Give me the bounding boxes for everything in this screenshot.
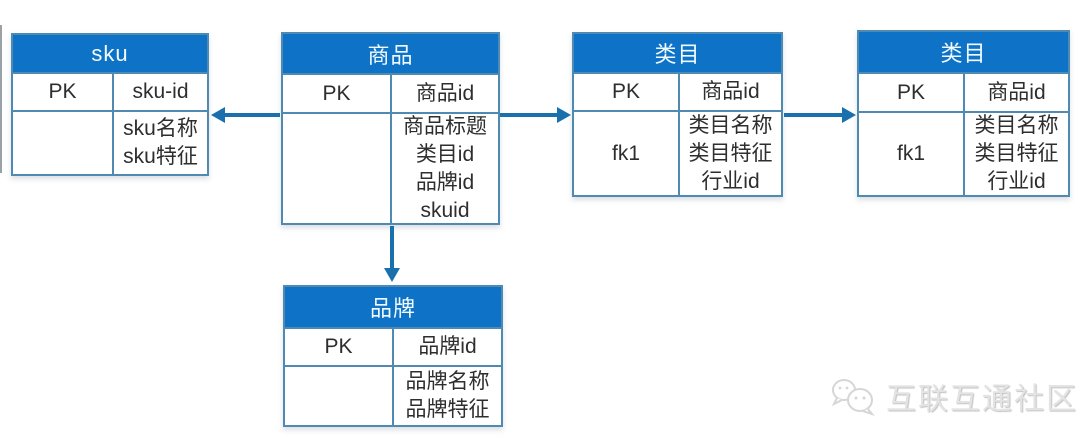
table-brand-pk-key: PK [285, 329, 394, 365]
table-row: PK 商品id [859, 74, 1068, 113]
table-sku-fk-key [13, 112, 114, 174]
table-product-attrs: 商品标题 类目id 品牌id skuid [392, 114, 498, 223]
table-category-2-title: 类目 [859, 32, 1068, 74]
table-category-1-pk-value: 商品id [701, 80, 760, 103]
attr-line: 商品标题 [403, 114, 487, 138]
arrow-line [222, 113, 280, 117]
attr-line: 类目名称 [688, 113, 773, 137]
attr-line: skuid [420, 198, 470, 222]
table-row: 商品标题 类目id 品牌id skuid [283, 114, 498, 223]
cropped-table-edge [0, 25, 2, 173]
table-category-1-pk-key: PK [574, 74, 680, 110]
table-category-1-title: 类目 [574, 34, 781, 74]
table-row: sku名称 sku特征 [13, 112, 207, 174]
attr-line: 品牌特征 [405, 398, 490, 421]
wechat-icon [830, 376, 878, 416]
table-product-fk-key [283, 114, 392, 223]
table-row: PK sku-id [13, 74, 207, 112]
table-product-pk-key: PK [283, 75, 392, 112]
table-category-1-attrs: 类目名称 类目特征 行业id [680, 112, 781, 195]
table-brand-fk-key [285, 367, 394, 425]
table-row: fk1 类目名称 类目特征 行业id [574, 112, 781, 195]
watermark: 互联互通社区 [830, 374, 1078, 418]
table-sku-title: sku [13, 35, 207, 74]
table-row: PK 品牌id [285, 329, 501, 367]
table-category-2-pk-value: 商品id [987, 80, 1046, 104]
table-category-2-attrs: 类目名称 类目特征 行业id [965, 113, 1068, 195]
table-category-2: 类目 PK 商品id fk1 类目名称 类目特征 行业id [857, 30, 1070, 197]
table-row: 品牌名称 品牌特征 [285, 367, 501, 425]
arrowhead-right-icon [842, 107, 856, 123]
attr-line: 类目名称 [974, 114, 1059, 137]
arrow-line [784, 113, 843, 117]
table-category-1: 类目 PK 商品id fk1 类目名称 类目特征 行业id [572, 32, 783, 197]
attr-line: 行业id [987, 170, 1046, 193]
attr-line: sku特征 [123, 145, 198, 168]
table-category-2-pk-key: PK [859, 74, 965, 111]
arrowhead-left-icon [211, 107, 225, 123]
arrowhead-down-icon [384, 268, 400, 282]
attr-line: sku名称 [123, 117, 198, 140]
attr-line: 行业id [701, 169, 760, 193]
table-sku: sku PK sku-id sku名称 sku特征 [11, 33, 209, 176]
table-sku-pk-value: sku-id [132, 80, 189, 103]
table-row: PK 商品id [283, 75, 498, 114]
arrow-line [390, 226, 394, 269]
attr-line: 类目id [415, 142, 475, 166]
table-product-title: 商品 [283, 34, 498, 75]
attr-line: 品牌名称 [405, 370, 490, 393]
table-category-1-fk-key: fk1 [574, 112, 680, 195]
attr-line: 类目特征 [974, 142, 1059, 165]
table-row: fk1 类目名称 类目特征 行业id [859, 113, 1068, 195]
arrow-line [500, 113, 558, 117]
table-product: 商品 PK 商品id 商品标题 类目id 品牌id skuid [281, 32, 500, 225]
table-product-pk-value: 商品id [415, 81, 475, 105]
attr-line: 品牌id [415, 170, 475, 194]
watermark-text: 互联互通社区 [886, 383, 1078, 416]
table-brand-pk-value: 品牌id [418, 335, 477, 358]
table-sku-attrs: sku名称 sku特征 [114, 112, 207, 174]
attr-line: 类目特征 [688, 141, 773, 165]
arrowhead-right-icon [557, 107, 571, 123]
table-brand-title: 品牌 [285, 287, 501, 329]
table-category-2-fk-key: fk1 [859, 113, 965, 195]
table-brand: 品牌 PK 品牌id 品牌名称 品牌特征 [283, 285, 503, 427]
table-row: PK 商品id [574, 74, 781, 112]
table-brand-attrs: 品牌名称 品牌特征 [394, 367, 501, 425]
table-sku-pk-key: PK [13, 74, 114, 110]
